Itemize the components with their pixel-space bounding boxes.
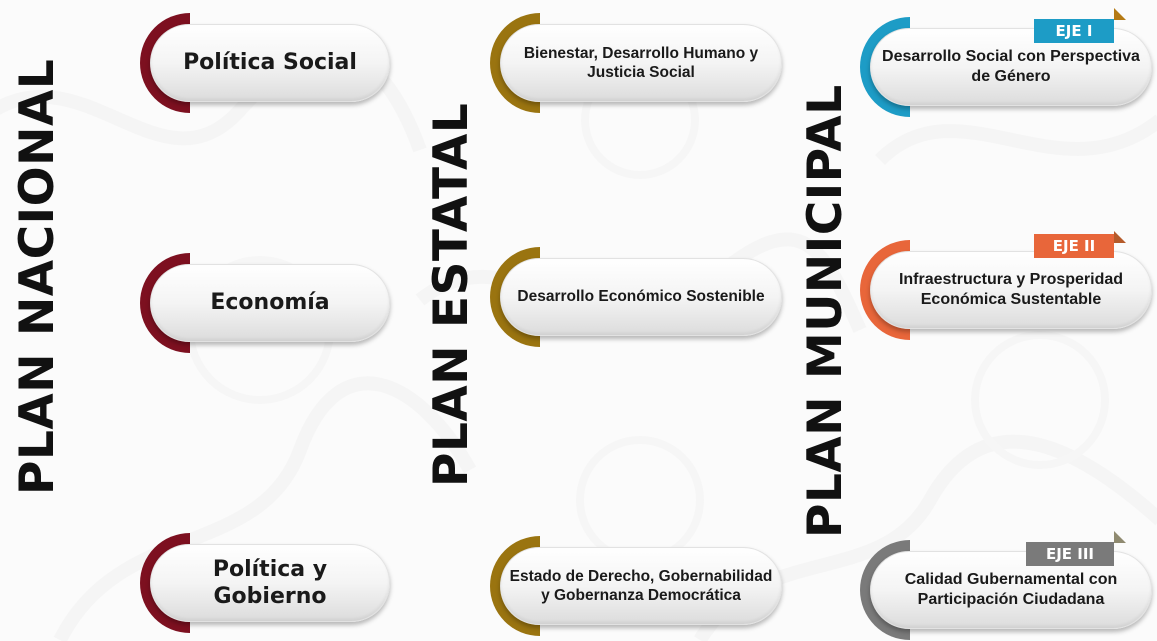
plan-estatal-title: PLAN ESTATAL — [424, 102, 479, 487]
estatal-item-label: Estado de Derecho, Gobernabilidad y Gobe… — [509, 567, 773, 604]
nacional-item-label: Política y Gobierno — [212, 556, 328, 610]
estatal-item-desarrollo-economico: Desarrollo Económico Sostenible — [490, 247, 782, 347]
estatal-card: Desarrollo Económico Sostenible — [500, 258, 782, 336]
nacional-item-politica-social: Política Social — [140, 13, 390, 113]
eje-2-badge: EJE II — [1034, 234, 1114, 258]
eje-2-badge-fold — [1114, 231, 1126, 243]
plan-municipal-title: PLAN MUNICIPAL — [798, 84, 853, 538]
municipal-item-label: Calidad Gubernamental con Participación … — [904, 571, 1118, 608]
nacional-item-label: Economía — [210, 290, 330, 316]
municipal-item-eje-2: Infraestructura y Prosperidad Económica … — [860, 240, 1152, 340]
eje-1-badge: EJE I — [1034, 19, 1114, 43]
estatal-card: Bienestar, Desarrollo Humano y Justicia … — [500, 24, 782, 102]
nacional-item-economia: Economía — [140, 253, 390, 353]
estatal-item-bienestar: Bienestar, Desarrollo Humano y Justicia … — [490, 13, 782, 113]
municipal-card: Infraestructura y Prosperidad Económica … — [870, 251, 1152, 329]
plan-nacional-title: PLAN NACIONAL — [10, 58, 65, 495]
eje-3-badge: EJE III — [1026, 542, 1114, 566]
nacional-card: Política Social — [150, 24, 390, 102]
estatal-item-label: Bienestar, Desarrollo Humano y Justicia … — [523, 44, 759, 81]
nacional-card: Economía — [150, 264, 390, 342]
estatal-item-label: Desarrollo Económico Sostenible — [517, 288, 765, 306]
municipal-item-label: Desarrollo Social con Perspectiva de Gén… — [882, 48, 1140, 85]
nacional-item-politica-gobierno: Política y Gobierno — [140, 533, 390, 633]
estatal-item-estado-derecho: Estado de Derecho, Gobernabilidad y Gobe… — [490, 536, 782, 636]
nacional-item-label: Política Social — [183, 50, 357, 76]
nacional-card: Política y Gobierno — [150, 544, 390, 622]
eje-1-badge-fold — [1114, 8, 1126, 20]
municipal-item-label: Infraestructura y Prosperidad Económica … — [898, 271, 1124, 308]
estatal-card: Estado de Derecho, Gobernabilidad y Gobe… — [500, 547, 782, 625]
eje-3-badge-fold — [1114, 531, 1126, 543]
